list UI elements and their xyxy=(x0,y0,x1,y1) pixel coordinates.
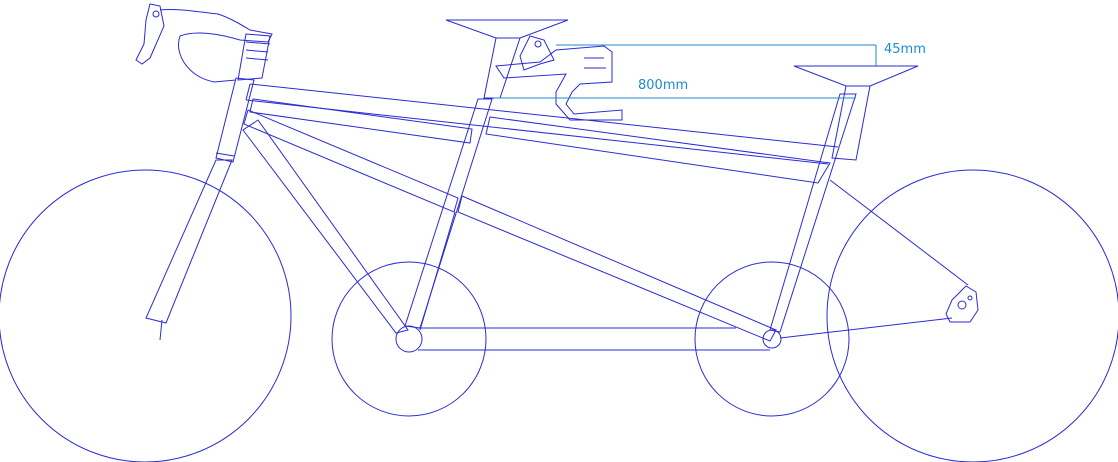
chain-stay xyxy=(779,317,953,339)
captain-handlebar xyxy=(135,3,273,83)
rear-chainring xyxy=(694,261,850,417)
front-wheel xyxy=(0,169,292,462)
stoker-lateral-tube xyxy=(485,116,831,184)
captain-seat-tube xyxy=(404,98,493,329)
front-bottom-bracket xyxy=(395,325,423,353)
front-fork xyxy=(145,159,233,341)
captain-lateral-tube xyxy=(249,98,473,144)
dimension-saddle-height: 45mm xyxy=(556,42,926,66)
long-diagonal-tube xyxy=(457,195,777,342)
bottom-tube xyxy=(418,211,770,351)
stoker-saddle xyxy=(793,65,919,161)
mid-diagonal-tube xyxy=(242,119,409,334)
rear-dropout xyxy=(945,285,979,323)
front-chainring xyxy=(331,261,487,417)
front-down-tube xyxy=(243,109,459,213)
top-tube xyxy=(245,83,839,165)
rear-wheel xyxy=(826,169,1118,462)
dimension-saddle-distance: 800mm xyxy=(494,78,856,99)
dimension-45mm-label: 45mm xyxy=(884,42,926,57)
captain-saddle xyxy=(445,19,569,99)
stoker-handlebar xyxy=(495,35,623,121)
stoker-seat-tube xyxy=(769,93,857,333)
dimension-800mm-label: 800mm xyxy=(638,78,688,93)
seat-stay xyxy=(829,179,969,286)
